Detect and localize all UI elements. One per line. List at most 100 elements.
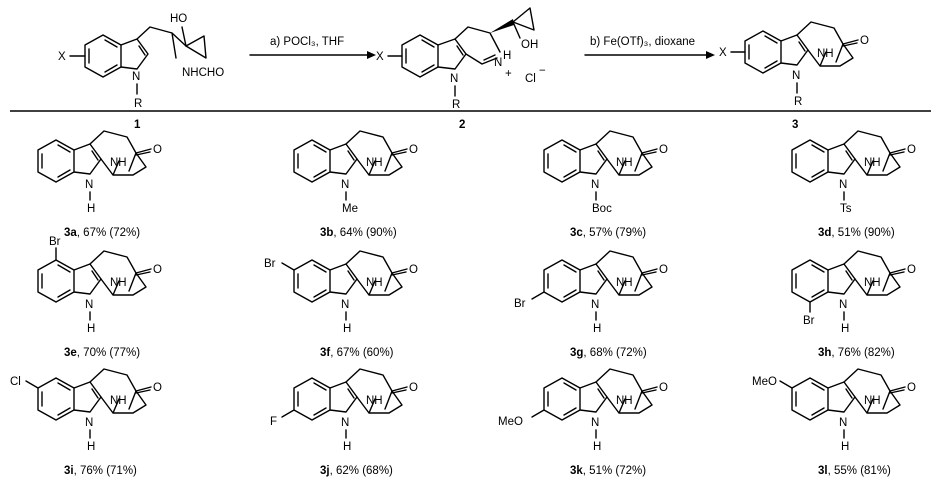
product-id: 3i xyxy=(64,465,74,477)
carbonyl-o-label: O xyxy=(153,382,162,394)
compound-3-bicyclic-core xyxy=(796,21,854,67)
arrow-a-head xyxy=(367,51,376,59)
pyrrole-ring xyxy=(329,381,358,413)
compound-2-plus: + xyxy=(505,68,512,80)
product-caption: 3g, 68% (72%) xyxy=(570,347,647,359)
benzene-ring xyxy=(543,259,581,303)
ring-substituent-label: Br xyxy=(49,236,61,248)
product-yield: , 70% (77%) xyxy=(77,347,140,359)
amine-nh-label: NH xyxy=(110,277,127,289)
carbonyl-bond xyxy=(641,148,658,156)
benzene-ring xyxy=(293,139,331,183)
carbonyl-bond xyxy=(135,148,152,156)
carbonyl-bond xyxy=(391,386,408,394)
compound-1-side-chain xyxy=(136,26,187,59)
carbonyl-bond xyxy=(135,386,152,394)
ring-substituent-label: MeO xyxy=(498,416,523,428)
carbonyl-o-label: O xyxy=(409,144,418,156)
compound-2-iminium-n: N xyxy=(494,57,502,69)
benzene-ring xyxy=(293,259,331,303)
carbonyl-bond xyxy=(641,268,658,276)
pyrrole-ring xyxy=(73,263,102,295)
carbonyl-o-label: O xyxy=(659,382,668,394)
compound-3-carbonyl xyxy=(842,39,859,47)
benzene-ring xyxy=(791,377,829,421)
n-substituent-label: Boc xyxy=(592,203,612,215)
amine-nh-label: NH xyxy=(864,395,881,407)
ring-substituent-label: Br xyxy=(264,258,276,270)
compound-2-cl-label: Cl xyxy=(525,73,536,85)
compound-3-r-label: R xyxy=(794,96,802,108)
product-caption: 3f, 67% (60%) xyxy=(320,347,394,359)
carbonyl-o-label: O xyxy=(153,144,162,156)
ring-substituent-label: MeO xyxy=(752,376,777,388)
product-caption: 3h, 76% (82%) xyxy=(818,347,895,359)
product-yield: , 55% (81%) xyxy=(828,465,891,477)
pyrrole-ring xyxy=(329,143,358,175)
bicyclic-core xyxy=(89,130,147,176)
carbonyl-o-label: O xyxy=(409,382,418,394)
ring-substituent-label: Br xyxy=(803,315,815,327)
carbonyl-o-label: O xyxy=(659,144,668,156)
ring-substituent-label: F xyxy=(270,416,277,428)
compound-2: X N R N H + OH Cl − 2 xyxy=(376,7,546,131)
carbonyl-o-label: O xyxy=(153,264,162,276)
carbonyl-bond xyxy=(889,148,906,156)
product-id: 3k xyxy=(570,465,583,477)
product-yield: , 64% (90%) xyxy=(333,227,396,239)
product-caption: 3d, 51% (90%) xyxy=(818,227,895,239)
pyrrole-ring xyxy=(579,263,608,295)
compound-2-wedge xyxy=(490,19,514,33)
indole-n-label: N xyxy=(85,417,93,429)
amine-nh-label: NH xyxy=(110,157,127,169)
ring-substituent-bond xyxy=(281,409,295,418)
compound-3: O NH X N R 3 xyxy=(719,21,869,131)
benzene-ring xyxy=(543,139,581,183)
reaction-arrow-b: b) Fe(OTf)₃, dioxane xyxy=(584,36,715,59)
compound-2-minus: − xyxy=(539,65,546,77)
product-caption: 3e, 70% (77%) xyxy=(64,347,140,359)
indole-n-label: N xyxy=(341,299,349,311)
benzene-ring xyxy=(37,139,75,183)
compound-2-number: 2 xyxy=(459,119,465,131)
pyrrole-ring xyxy=(827,143,856,175)
carbonyl-bond xyxy=(391,148,408,156)
product-caption: 3a, 67% (72%) xyxy=(64,227,140,239)
amine-nh-label: NH xyxy=(366,157,383,169)
n-substituent-label: H xyxy=(87,203,95,215)
product-yield: , 76% (71%) xyxy=(74,465,137,477)
compound-1-cyclopropane xyxy=(185,35,207,59)
indole-n-label: N xyxy=(591,299,599,311)
carbonyl-o-label: O xyxy=(907,264,916,276)
bicyclic-core xyxy=(843,368,901,414)
carbonyl-bond xyxy=(889,268,906,276)
product-caption: 3b, 64% (90%) xyxy=(320,227,397,239)
compound-1-n-label: N xyxy=(132,71,140,83)
n-substituent-label: H xyxy=(593,323,601,335)
n-substituent-label: H xyxy=(343,441,351,453)
indole-n-label: N xyxy=(341,417,349,429)
carbonyl-o-label: O xyxy=(659,264,668,276)
ring-substituent-bond xyxy=(281,262,295,271)
amine-nh-label: NH xyxy=(110,395,127,407)
arrow-b-head xyxy=(706,51,715,59)
product-id: 3b xyxy=(320,227,333,239)
product-yield: , 67% (72%) xyxy=(77,227,140,239)
pyrrole-ring xyxy=(579,143,608,175)
indole-n-label: N xyxy=(341,179,349,191)
ring-substituent-bond xyxy=(779,380,793,389)
bicyclic-core xyxy=(595,130,653,176)
compound-3-x-label: X xyxy=(719,47,727,59)
compound-3-benzene-ring xyxy=(744,30,782,74)
carbonyl-bond xyxy=(391,268,408,276)
compound-1-pyrrole-ring xyxy=(120,38,149,70)
compound-2-r-label: R xyxy=(452,99,460,111)
product-id: 3c xyxy=(570,227,583,239)
compound-3-nh-label: NH xyxy=(817,48,834,60)
